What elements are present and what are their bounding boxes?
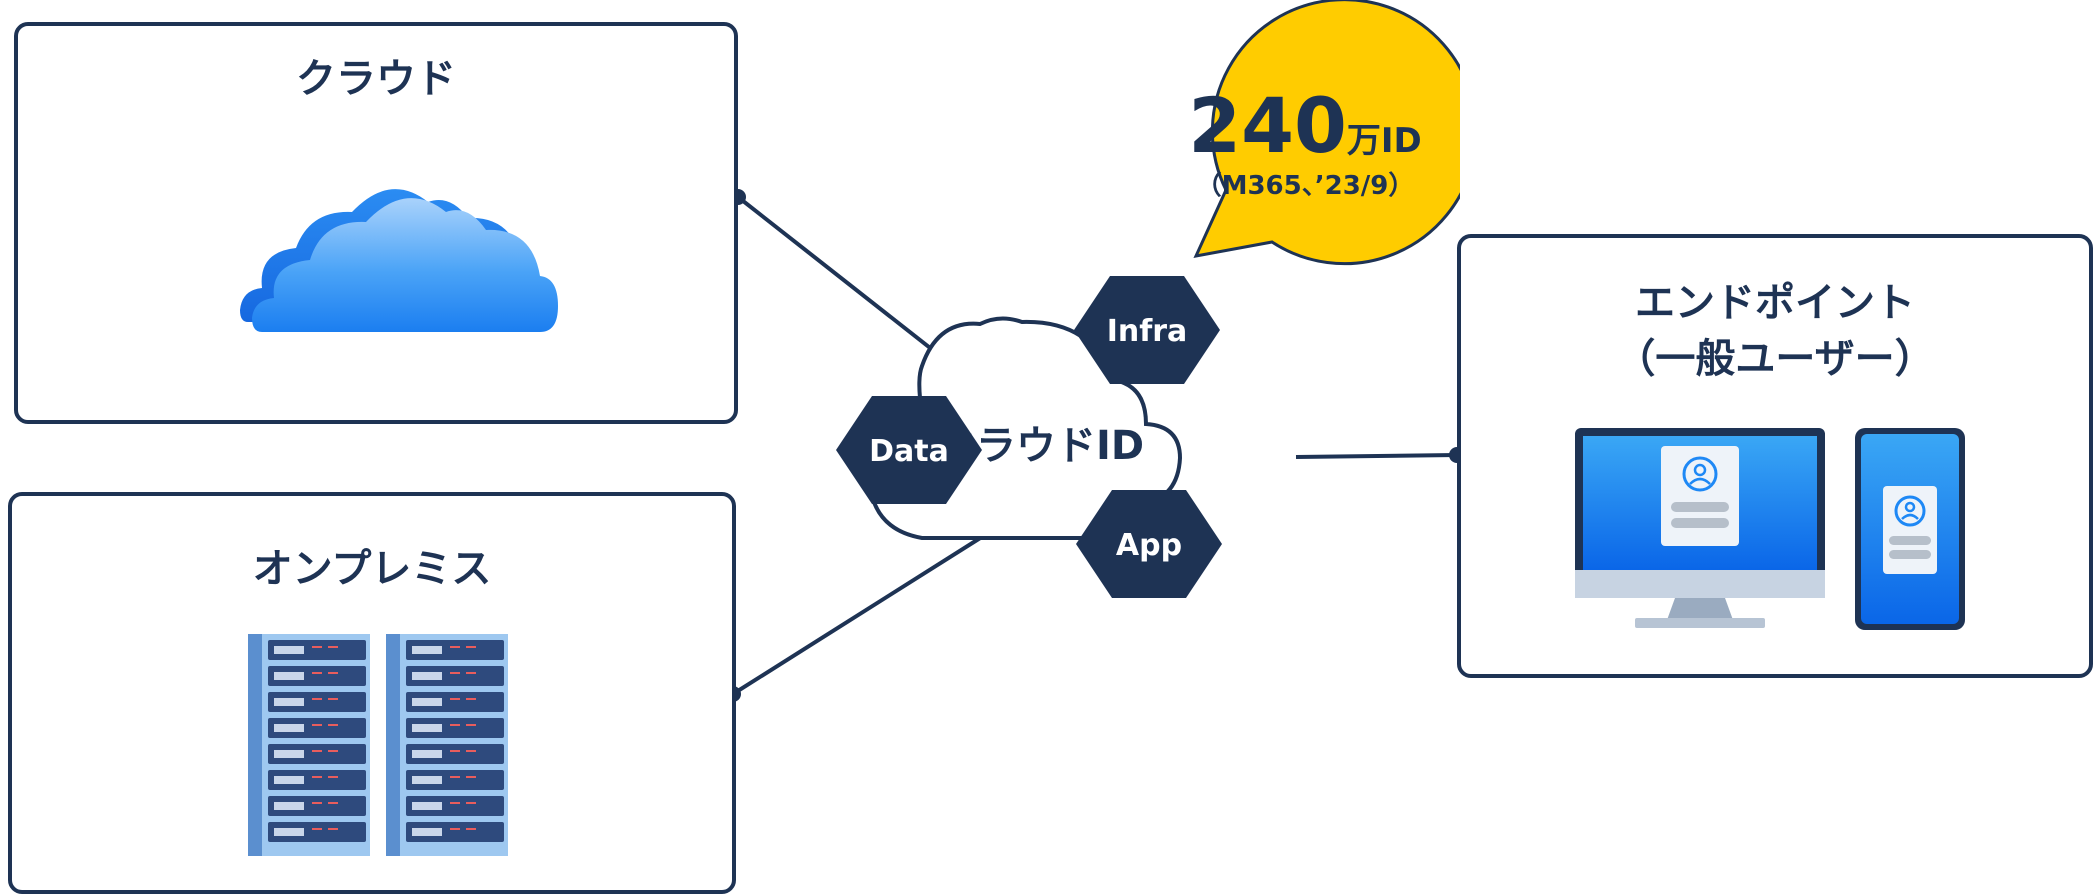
endpoint-box-title-line2: （一般ユーザー） [1615,336,1935,382]
hex-app-shape [1076,490,1222,598]
cloud-id-diagram: クラウドID Infra Data App [836,276,1222,598]
hex-infra-label: Infra [1107,314,1188,349]
svg-text:240万ID: 240万ID [1188,81,1422,170]
server-rack-icon [248,634,508,856]
hex-data-shape [836,396,982,504]
hex-data-label: Data [869,434,949,469]
devices-icon [1575,428,1965,630]
bubble-number: 240 [1188,81,1347,170]
hex-app-label: App [1116,528,1182,563]
bubble-shape [1193,0,1460,266]
endpoint-box: エンドポイント （一般ユーザー） [1457,234,2093,678]
hex-infra-shape [1074,276,1220,384]
onprem-box-title: オンプレミス [252,546,492,592]
cloud-box-title: クラウド [296,56,456,102]
cloud-box: クラウド [14,22,738,424]
monitor-icon [1575,428,1825,628]
bubble-note: （M365、’23/9） [1196,171,1415,201]
line-onprem-to-center [731,533,987,696]
count-bubble: 240万ID （M365、’23/9） [1188,0,1460,266]
endpoint-box-title-line1: エンドポイント [1635,280,1915,326]
smartphone-icon [1855,428,1965,630]
onprem-box: オンプレミス [8,492,736,894]
cloud-icon [240,189,558,332]
bubble-unit: 万ID [1347,121,1422,161]
line-center-to-endpoint [1295,453,1458,459]
